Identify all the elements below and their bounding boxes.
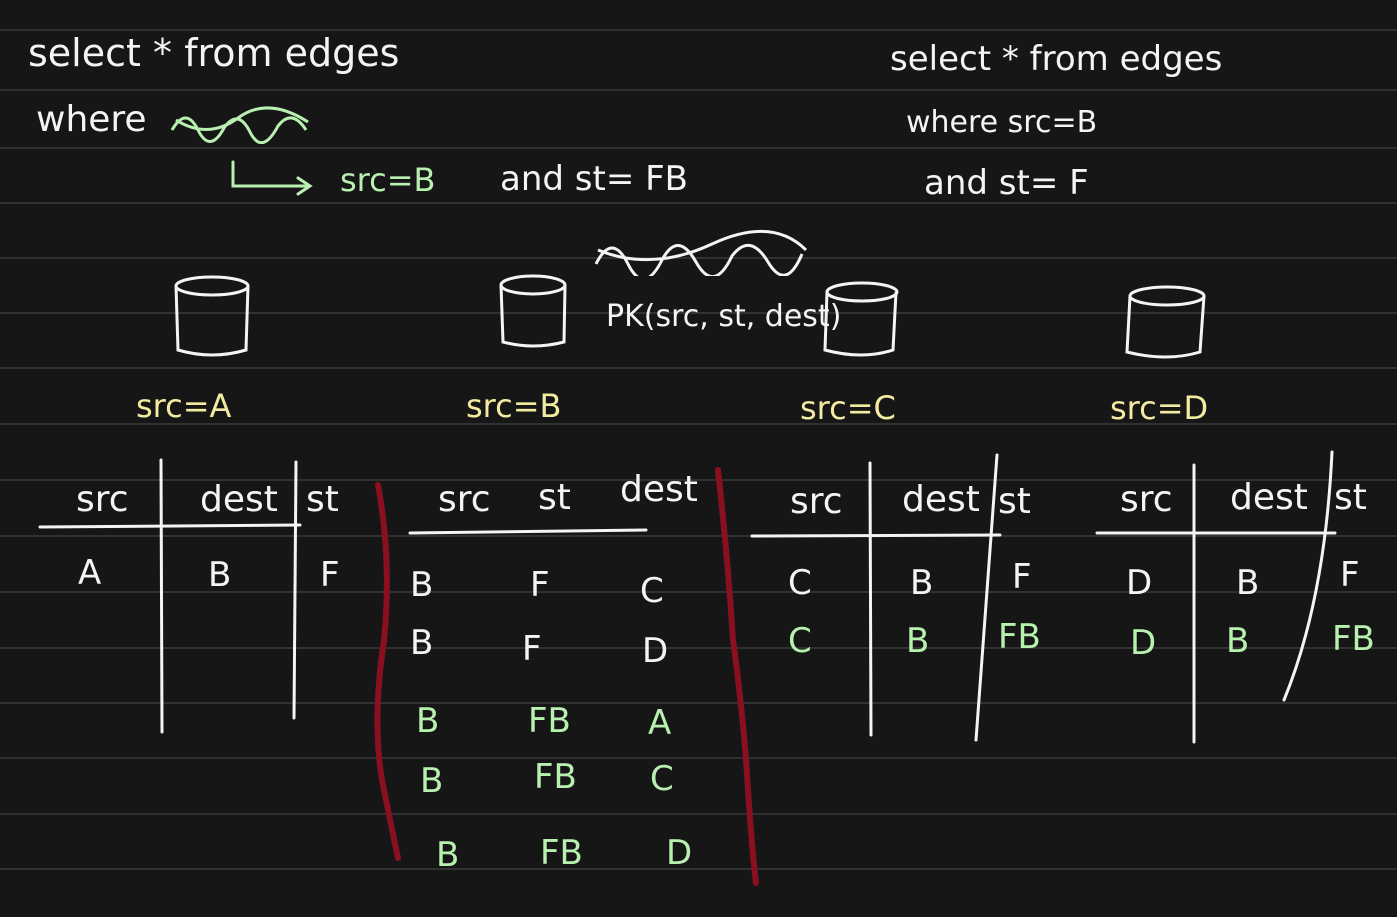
table-header-cell: st xyxy=(306,479,339,520)
table-cell: B xyxy=(208,555,232,595)
database-icon xyxy=(1125,285,1206,359)
table-header-cell: dest xyxy=(200,479,278,520)
partition-boundary xyxy=(374,467,759,886)
table-cell: F xyxy=(320,555,340,595)
table-cell: C xyxy=(650,759,674,799)
table-grid xyxy=(750,453,1002,742)
table-cell: C xyxy=(640,571,664,611)
table-cell: B xyxy=(410,623,434,663)
table-header-cell: st xyxy=(998,481,1031,522)
table-cell: B xyxy=(436,835,460,875)
table-cell: FB xyxy=(528,701,571,741)
table-cell: F xyxy=(1012,557,1032,597)
table-cell: B xyxy=(410,565,434,605)
partition-label-b: src=B xyxy=(466,387,562,425)
table-cell: C xyxy=(788,563,812,603)
table-cell: B xyxy=(420,761,444,801)
table-grid xyxy=(408,528,648,535)
table-cell: B xyxy=(910,563,934,603)
table-cell: FB xyxy=(998,617,1041,657)
table-cell: D xyxy=(642,631,669,671)
table-cell: F xyxy=(522,629,542,669)
table-header-cell: dest xyxy=(902,479,980,520)
table-header-cell: dest xyxy=(620,469,698,510)
query2-and-line: and st= F xyxy=(924,163,1089,203)
query-where-keyword: where xyxy=(36,99,147,140)
query-condition-src: src=B xyxy=(340,161,436,199)
database-icon xyxy=(823,281,899,357)
table-header-cell: st xyxy=(1334,477,1367,518)
table-cell: F xyxy=(530,565,550,605)
table-cell: D xyxy=(1130,623,1157,663)
query-condition-st: and st= FB xyxy=(500,159,688,199)
table-cell: B xyxy=(906,621,930,661)
table-header-cell: src xyxy=(790,481,843,522)
table-header-cell: src xyxy=(1120,479,1173,520)
arrow-icon xyxy=(231,160,313,196)
primary-key-note: PK(src, st, dest) xyxy=(606,299,842,334)
table-cell: D xyxy=(1126,563,1153,603)
table-cell: FB xyxy=(540,833,583,873)
table-cell: A xyxy=(78,553,102,593)
table-grid xyxy=(1095,450,1337,744)
ruled-lines xyxy=(0,29,1397,870)
table-grid xyxy=(38,458,302,734)
table-header-cell: dest xyxy=(1230,477,1308,518)
table-header-cell: src xyxy=(438,479,491,520)
table-cell: FB xyxy=(1332,619,1375,659)
table-header-cell: src xyxy=(76,479,129,520)
table-cell: D xyxy=(666,833,693,873)
scribbled-out-text xyxy=(170,106,309,144)
table-cell: B xyxy=(1236,563,1260,603)
table-cell: A xyxy=(648,703,672,743)
scribbled-out-text xyxy=(594,229,808,276)
table-cell: B xyxy=(1226,621,1250,661)
partition-label-a: src=A xyxy=(136,387,232,425)
partition-label-d: src=D xyxy=(1110,389,1209,427)
database-icon xyxy=(174,275,250,357)
table-cell: FB xyxy=(534,757,577,797)
partition-label-c: src=C xyxy=(800,389,896,427)
table-cell: B xyxy=(416,701,440,741)
database-icon xyxy=(499,274,567,348)
table-cell: F xyxy=(1340,555,1360,595)
query-select-line: select * from edges xyxy=(28,31,400,75)
table-cell: C xyxy=(788,621,812,661)
table-header-cell: st xyxy=(538,477,571,518)
query2-select-line: select * from edges xyxy=(890,39,1223,79)
query2-where-line: where src=B xyxy=(906,105,1098,140)
